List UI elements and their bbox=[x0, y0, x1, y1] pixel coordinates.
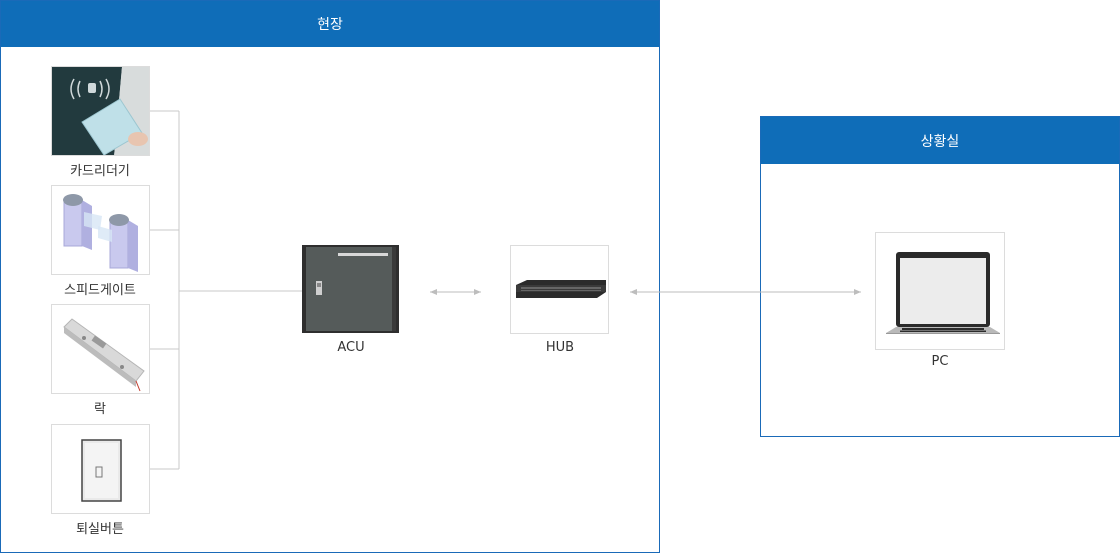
control-room-zone-header: 상황실 bbox=[761, 117, 1119, 164]
speed-gate-icon bbox=[52, 186, 149, 274]
exit-button-label: 퇴실버튼 bbox=[76, 522, 124, 537]
lock-image bbox=[51, 304, 150, 394]
card-reader-icon bbox=[52, 67, 149, 155]
hub-image bbox=[510, 245, 609, 334]
control-room-zone-title: 상황실 bbox=[920, 133, 960, 150]
acu-image bbox=[302, 245, 399, 333]
hub-label: HUB bbox=[545, 340, 575, 355]
pc-label: PC bbox=[931, 354, 949, 369]
card-reader-label: 카드리더기 bbox=[70, 164, 130, 179]
network-switch-icon bbox=[511, 246, 608, 333]
speed-gate-label: 스피드게이트 bbox=[64, 283, 136, 298]
laptop-icon bbox=[876, 233, 1004, 349]
pc-image bbox=[875, 232, 1005, 350]
exit-button-image bbox=[51, 424, 150, 514]
exit-button-icon bbox=[52, 425, 149, 513]
electric-lock-icon bbox=[52, 305, 149, 393]
speed-gate-image bbox=[51, 185, 150, 275]
card-reader-image bbox=[51, 66, 150, 156]
lock-label: 락 bbox=[94, 402, 106, 417]
device-bus-connector bbox=[150, 110, 302, 470]
acu-cabinet-icon bbox=[302, 245, 399, 333]
field-zone-title: 현장 bbox=[317, 17, 343, 33]
field-zone-header: 현장 bbox=[1, 1, 659, 47]
acu-label: ACU bbox=[337, 340, 365, 355]
